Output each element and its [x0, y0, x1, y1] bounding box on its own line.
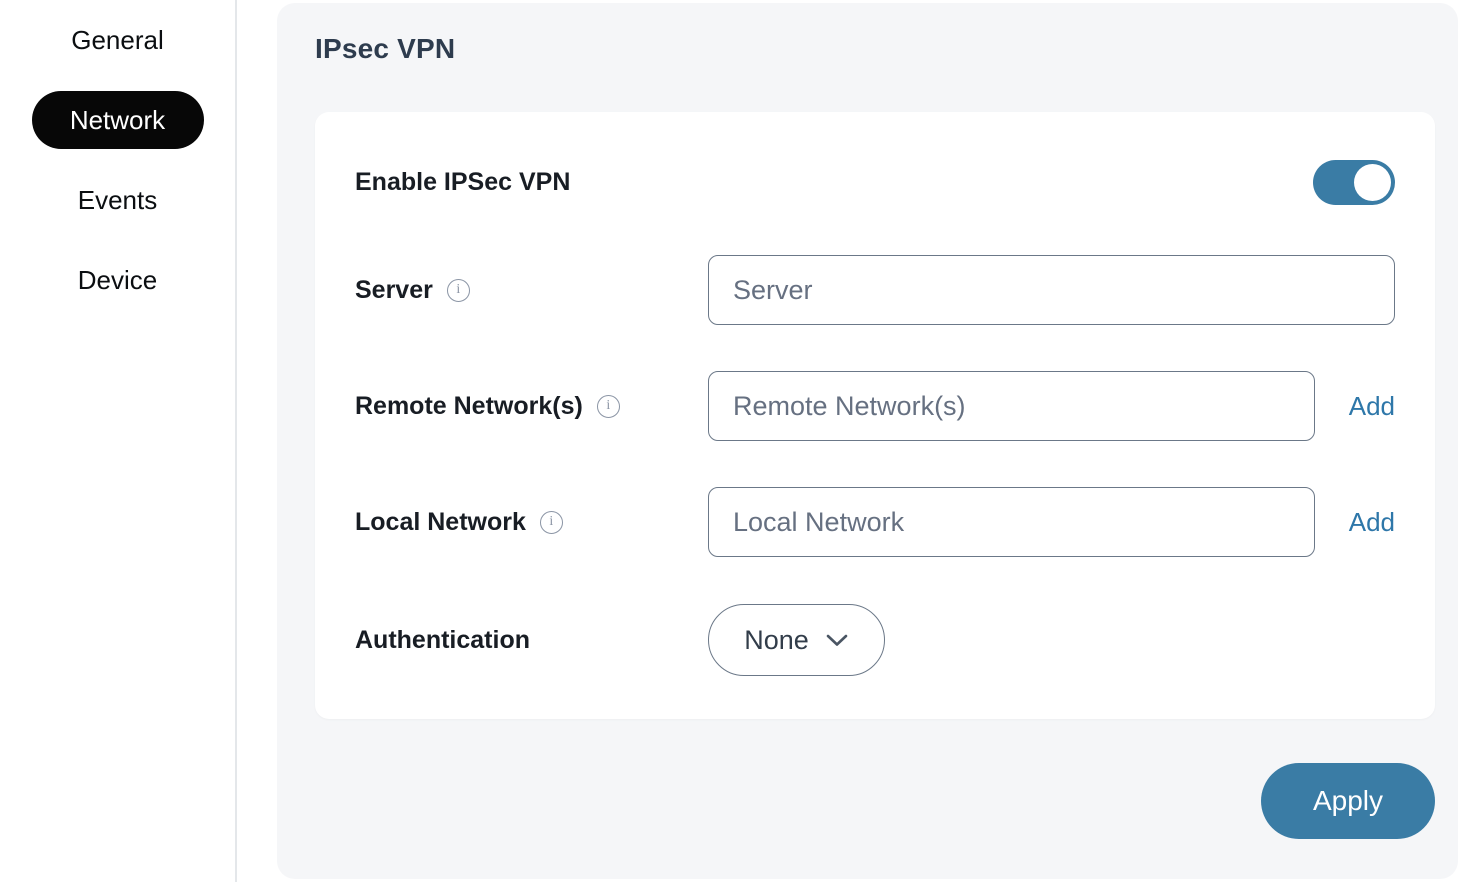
sidebar-item-device[interactable]: Device [77, 264, 158, 295]
enable-ipsec-label-box: Enable IPSec VPN [355, 168, 708, 197]
enable-ipsec-toggle[interactable] [1313, 159, 1395, 205]
toggle-knob [1354, 163, 1391, 201]
authentication-label: Authentication [355, 625, 530, 654]
ipsec-vpn-card: Enable IPSec VPN Server i Remote Network… [315, 112, 1435, 719]
local-network-label-box: Local Network i [355, 508, 708, 537]
remote-networks-row: Remote Network(s) i Add [355, 371, 1395, 441]
remote-networks-label-box: Remote Network(s) i [355, 392, 708, 421]
remote-networks-label: Remote Network(s) [355, 391, 583, 420]
authentication-row: Authentication None [355, 604, 1395, 676]
local-network-row: Local Network i Add [355, 487, 1395, 557]
remote-networks-input[interactable] [708, 371, 1315, 441]
enable-ipsec-row: Enable IPSec VPN [355, 159, 1395, 205]
page-title: IPsec VPN [315, 33, 456, 64]
local-network-add-button[interactable]: Add [1348, 506, 1395, 537]
remote-networks-add-button[interactable]: Add [1348, 390, 1395, 421]
main-panel: IPsec VPN Enable IPSec VPN Server i [277, 3, 1458, 879]
sidebar: General Network Events Device [0, 0, 237, 882]
sidebar-item-general[interactable]: General [71, 24, 164, 55]
server-row: Server i [355, 255, 1395, 325]
chevron-down-icon [825, 633, 849, 648]
server-info-icon[interactable]: i [446, 278, 470, 302]
server-label: Server [355, 275, 433, 304]
local-network-input[interactable] [708, 487, 1315, 557]
enable-ipsec-label: Enable IPSec VPN [355, 167, 571, 196]
sidebar-item-network[interactable]: Network [31, 91, 204, 149]
server-label-box: Server i [355, 276, 708, 305]
remote-networks-info-icon[interactable]: i [596, 394, 620, 418]
apply-button[interactable]: Apply [1261, 763, 1435, 839]
authentication-selected-value: None [744, 624, 809, 655]
authentication-label-box: Authentication [355, 626, 708, 655]
local-network-info-icon[interactable]: i [539, 510, 563, 534]
sidebar-item-events[interactable]: Events [77, 184, 158, 215]
authentication-select[interactable]: None [708, 604, 885, 676]
local-network-label: Local Network [355, 507, 526, 536]
server-input[interactable] [708, 255, 1395, 325]
